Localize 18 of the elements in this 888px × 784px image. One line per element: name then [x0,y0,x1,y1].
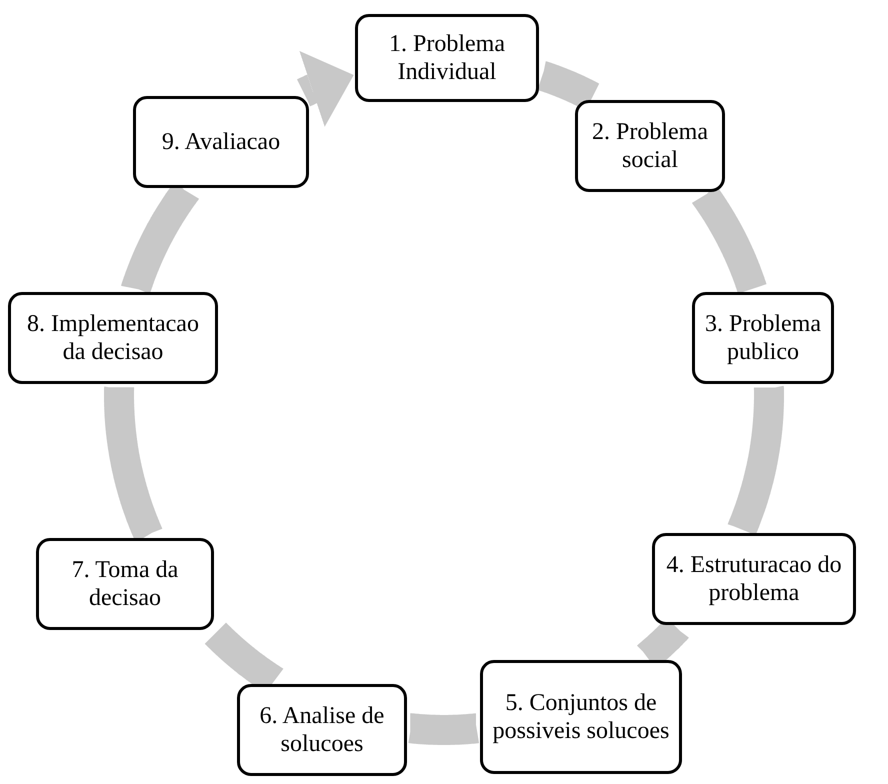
step-label: 4. Estruturacao do problema [665,551,843,607]
step-box [237,684,407,776]
step-box [36,538,214,630]
step-label: 1. Problema Individual [388,30,506,86]
step-box [575,100,725,192]
step-box [133,96,309,188]
step-box [8,292,218,384]
step-label: 6. Analise de solucoes [258,702,386,758]
step-box [355,14,539,102]
step-box [692,292,834,384]
step-label: 9. Avaliacao [162,128,280,156]
step-label: 5. Conjuntos de possiveis solucoes [492,689,670,745]
step-label: 3. Problema publico [704,310,822,366]
step-label: 8. Implementacao da decisao [26,310,200,366]
step-label: 7. Toma da decisao [70,556,180,612]
step-box [652,533,856,625]
step-label: 2. Problema social [591,118,709,174]
step-box [480,660,682,774]
